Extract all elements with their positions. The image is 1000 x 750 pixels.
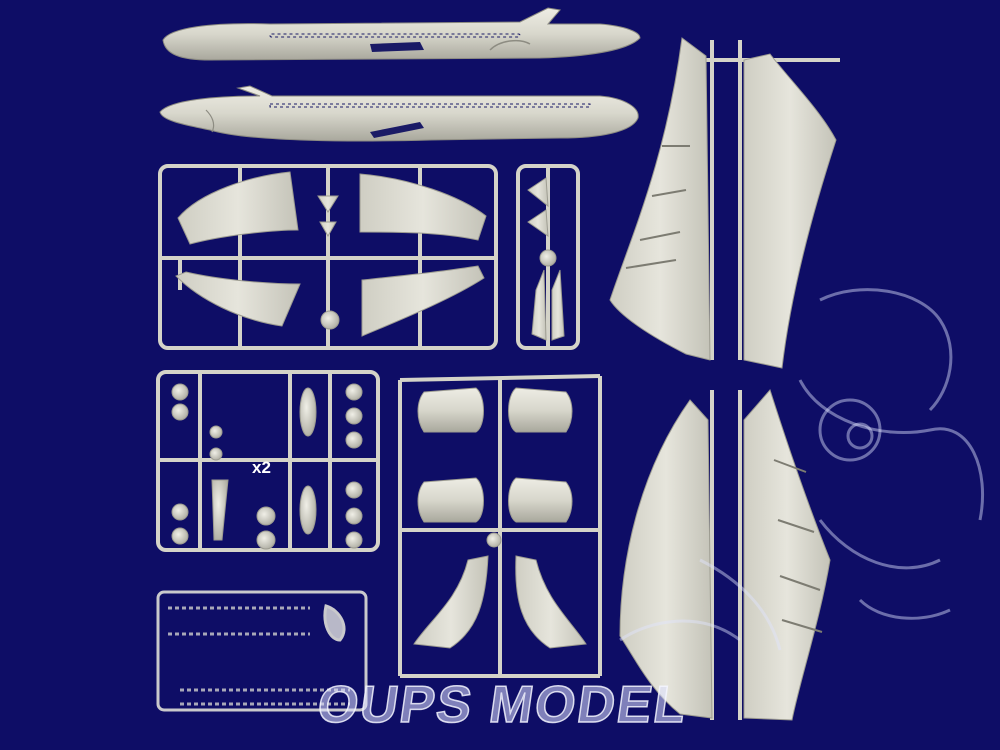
flap-track-fairings-upper — [625, 145, 690, 269]
main-wing-upper — [609, 37, 837, 369]
sprue-main-wing-lower — [710, 390, 742, 720]
fuselage-half-lower — [159, 85, 639, 142]
sprue-engines — [398, 374, 602, 678]
quantity-label: x2 — [252, 458, 271, 477]
engine-nacelles — [417, 387, 573, 548]
tail-fin-parts — [413, 555, 587, 649]
watermark-text: OUPS MODEL — [313, 675, 692, 735]
sprue-landing-gear — [156, 370, 380, 552]
wheel-parts — [171, 383, 363, 550]
wing-tip-parts — [175, 171, 487, 337]
sprue-clear-parts — [156, 590, 368, 712]
watermark-mascot — [619, 288, 985, 651]
stabilizer-parts — [527, 177, 565, 341]
fuselage-half-upper — [162, 7, 641, 61]
flap-track-fairings-lower — [773, 459, 823, 633]
main-wing-lower — [619, 389, 831, 721]
